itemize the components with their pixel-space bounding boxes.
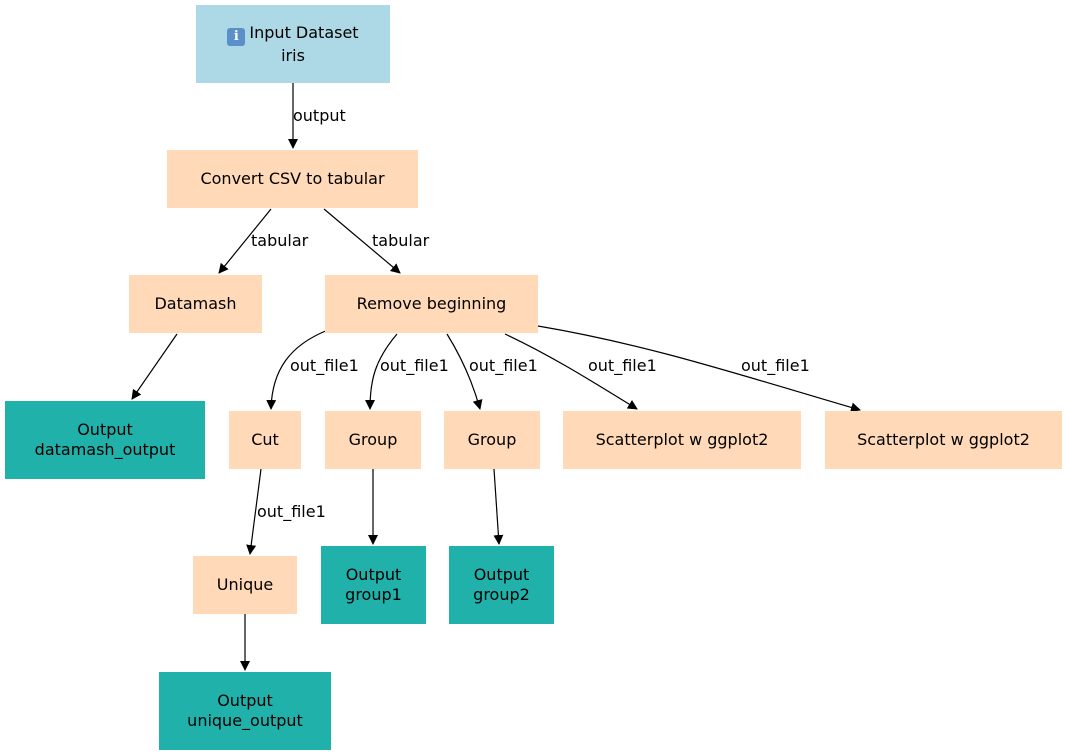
edge-remove-group2 xyxy=(446,333,483,410)
edge-remove-cut xyxy=(266,329,329,410)
group1-output-name: group1 xyxy=(345,585,402,604)
edge-label-remove-scatter2: out_file1 xyxy=(741,356,810,376)
convert-csv-node[interactable]: Convert CSV to tabular xyxy=(167,150,418,208)
remove-beginning-label: Remove beginning xyxy=(356,294,507,313)
group1-output-node[interactable]: Output group1 xyxy=(321,546,426,624)
unique-output-node[interactable]: Output unique_output xyxy=(159,672,331,750)
datamash-node[interactable]: Datamash xyxy=(129,275,262,333)
edge-label-remove-cut: out_file1 xyxy=(290,356,359,376)
edge-convert-remove xyxy=(323,208,401,274)
edge-label-remove-group1: out_file1 xyxy=(380,356,449,376)
edge-remove-group1 xyxy=(365,333,398,410)
edge-cut-unique xyxy=(246,468,262,555)
unique-output-title: Output xyxy=(217,691,273,710)
edge-group2-output xyxy=(493,468,504,545)
cut-label: Cut xyxy=(251,430,279,449)
cut-node[interactable]: Cut xyxy=(229,411,301,469)
datamash-output-name: datamash_output xyxy=(34,440,176,459)
group2-output-node[interactable]: Output group2 xyxy=(449,546,554,624)
input-dataset-name: iris xyxy=(281,45,305,65)
group1-label: Group xyxy=(348,430,398,449)
scatterplot2-label: Scatterplot w ggplot2 xyxy=(857,430,1030,449)
group2-label: Group xyxy=(467,430,517,449)
remove-beginning-node[interactable]: Remove beginning xyxy=(325,275,538,333)
convert-csv-label: Convert CSV to tabular xyxy=(200,169,385,188)
group2-output-title: Output xyxy=(473,565,530,584)
group2-output-name: group2 xyxy=(473,585,530,604)
group1-output-title: Output xyxy=(345,565,402,584)
scatterplot2-node[interactable]: Scatterplot w ggplot2 xyxy=(825,411,1062,469)
edge-label-remove-group2: out_file1 xyxy=(469,356,538,376)
edge-label-cut-unique: out_file1 xyxy=(257,502,326,522)
info-icon: i xyxy=(227,27,246,46)
edge-datamash-output xyxy=(131,333,178,400)
edge-label-input-convert: output xyxy=(293,106,346,125)
edge-remove-scatter2 xyxy=(537,325,861,413)
datamash-output-title: Output xyxy=(77,420,133,439)
edge-label-convert-datamash: tabular xyxy=(251,231,309,250)
group1-node[interactable]: Group xyxy=(325,411,421,469)
edge-label-convert-remove: tabular xyxy=(372,231,430,250)
input-dataset-title: Input Dataset xyxy=(249,22,359,42)
edge-convert-datamash xyxy=(218,208,272,274)
datamash-output-node[interactable]: Output datamash_output xyxy=(5,401,205,479)
unique-label: Unique xyxy=(216,575,274,594)
group2-node[interactable]: Group xyxy=(444,411,540,469)
edge-label-remove-scatter1: out_file1 xyxy=(588,356,657,376)
edge-remove-scatter1 xyxy=(504,333,638,410)
unique-output-name: unique_output xyxy=(187,711,303,730)
scatterplot1-label: Scatterplot w ggplot2 xyxy=(595,430,769,449)
scatterplot1-node[interactable]: Scatterplot w ggplot2 xyxy=(563,411,801,469)
datamash-label: Datamash xyxy=(154,294,237,313)
unique-node[interactable]: Unique xyxy=(193,556,297,614)
